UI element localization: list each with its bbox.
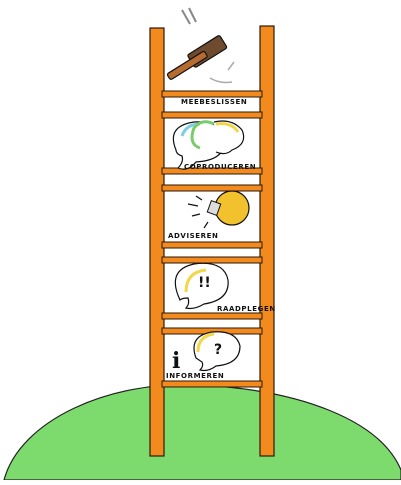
- svg-text:i: i: [172, 348, 180, 374]
- gavel-icon: [167, 8, 234, 83]
- lightbulb-icon: [188, 191, 249, 228]
- step-label-adviseren: ADVISEREN: [168, 232, 219, 240]
- step-label-meebeslissen: MEEBESLISSEN: [181, 98, 247, 106]
- info-question-icon: i ?: [172, 332, 240, 374]
- step-label-coproduceren: COPRODUCEREN: [184, 163, 256, 171]
- exclamation-bubble-icon: !!: [175, 263, 228, 308]
- svg-text:!!: !!: [198, 275, 211, 291]
- green-hill: [4, 385, 401, 480]
- step-label-informeren: INFORMEREN: [166, 372, 224, 380]
- step-label-raadplegen: RAADPLEGEN: [217, 305, 276, 313]
- svg-text:?: ?: [214, 342, 222, 358]
- speech-bubbles-icon: [173, 121, 243, 169]
